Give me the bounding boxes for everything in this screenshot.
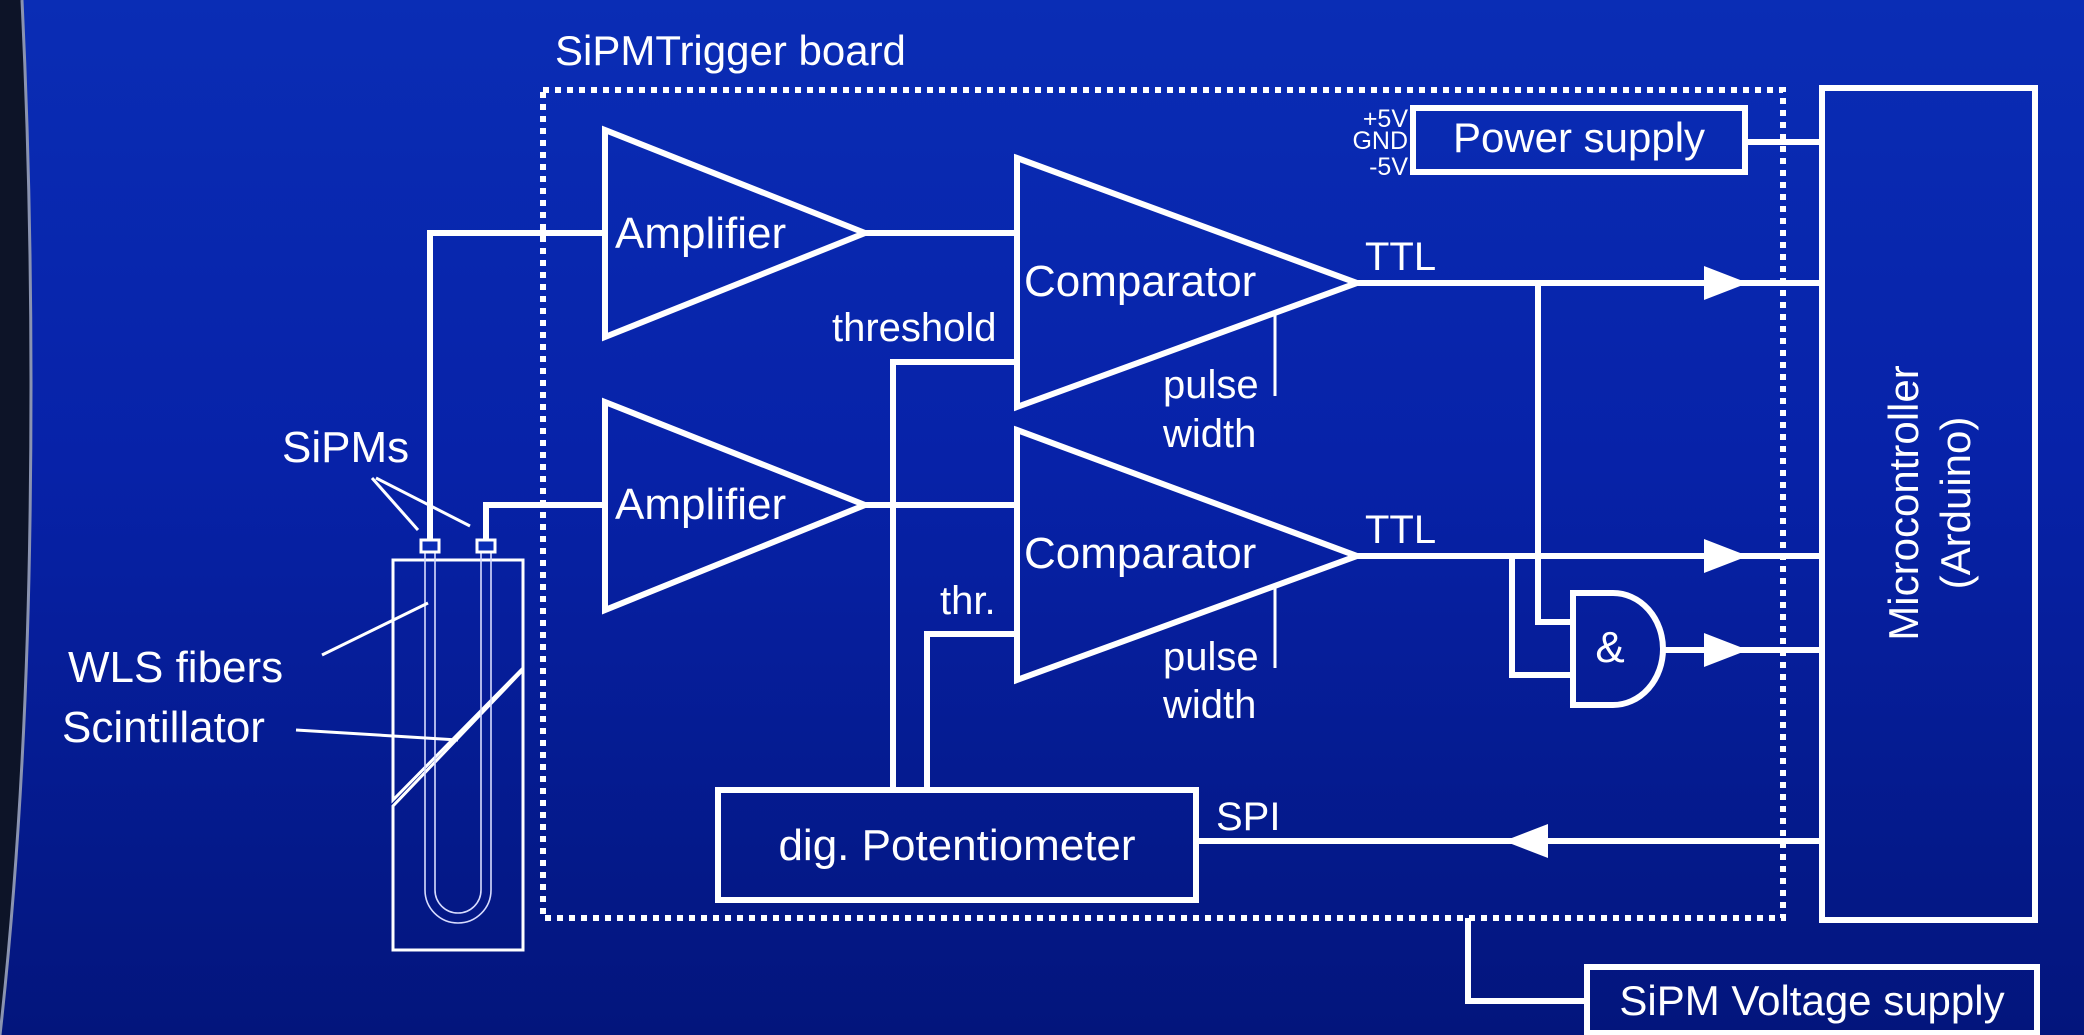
wls-fibers-label: WLS fibers xyxy=(68,643,283,692)
voltage-supply-label: SiPM Voltage supply xyxy=(1619,977,2004,1024)
wls-fiber-outer xyxy=(424,548,492,924)
sipms-pointer-right xyxy=(375,476,471,528)
microcontroller-label-line2: (Arduino) xyxy=(1932,417,1979,590)
sipms-label: SiPMs xyxy=(282,423,409,472)
spi-arrowhead xyxy=(1504,824,1548,858)
sipm-left xyxy=(419,538,441,554)
and-input-bottom-wire xyxy=(1509,556,1573,678)
pulse-width-top-line2: width xyxy=(1162,412,1256,456)
scintillator-pointer xyxy=(295,728,459,742)
comparator-top-label: Comparator xyxy=(1024,257,1256,306)
and-gate-label: & xyxy=(1595,623,1624,672)
spi-label: SPI xyxy=(1216,795,1280,839)
ttl-top-arrowhead xyxy=(1704,266,1748,300)
ttl-top-label: TTL xyxy=(1365,235,1436,279)
power-supply-label: Power supply xyxy=(1453,114,1705,161)
voltage-supply-wire xyxy=(1465,918,1587,1004)
sipm-right xyxy=(475,538,497,554)
scintillator-outline xyxy=(391,558,525,952)
left-edge-decoration xyxy=(0,0,33,1035)
pulse-width-top-line1: pulse xyxy=(1163,363,1259,407)
sipm-top-wire xyxy=(427,230,605,542)
pulse-width-bottom-line2: width xyxy=(1162,683,1256,727)
rail-plus-5v-label: +5V xyxy=(1363,105,1409,133)
rail-minus-5v-label: -5V xyxy=(1369,153,1408,181)
amplifier-top-label: Amplifier xyxy=(615,209,786,258)
microcontroller-box xyxy=(1819,85,2038,923)
ttl-bottom-label: TTL xyxy=(1365,508,1436,552)
board-title: SiPMTrigger board xyxy=(555,27,906,74)
wls-fibers-pointer xyxy=(321,601,429,657)
rail-gnd-label: GND xyxy=(1352,127,1408,155)
and-gate-shape xyxy=(1570,590,1666,708)
comparator-bottom-shape xyxy=(1014,425,1366,685)
thr-label: thr. xyxy=(940,579,996,623)
amplifier-bottom-label: Amplifier xyxy=(615,480,786,529)
scintillator-label: Scintillator xyxy=(62,703,265,752)
threshold-wire-top xyxy=(890,359,1017,790)
potentiometer-label: dig. Potentiometer xyxy=(778,821,1135,870)
microcontroller-label-line1: Microcontroller xyxy=(1880,365,1927,640)
comparator-top-shape xyxy=(1014,153,1366,412)
voltage-supply-box xyxy=(1584,964,2040,1035)
sipms-pointer-left xyxy=(370,477,420,531)
wls-fiber-inner xyxy=(434,548,482,914)
ttl-bottom-arrowhead xyxy=(1704,539,1748,573)
potentiometer-box xyxy=(715,787,1199,903)
sipm-bottom-wire xyxy=(483,502,605,542)
and-output-arrowhead xyxy=(1704,633,1748,667)
comparator-bottom-label: Comparator xyxy=(1024,529,1256,578)
threshold-wire-bottom xyxy=(924,631,1017,790)
pulse-width-bottom-line1: pulse xyxy=(1163,635,1259,679)
and-input-top-wire xyxy=(1535,283,1573,625)
threshold-label: threshold xyxy=(832,306,997,350)
